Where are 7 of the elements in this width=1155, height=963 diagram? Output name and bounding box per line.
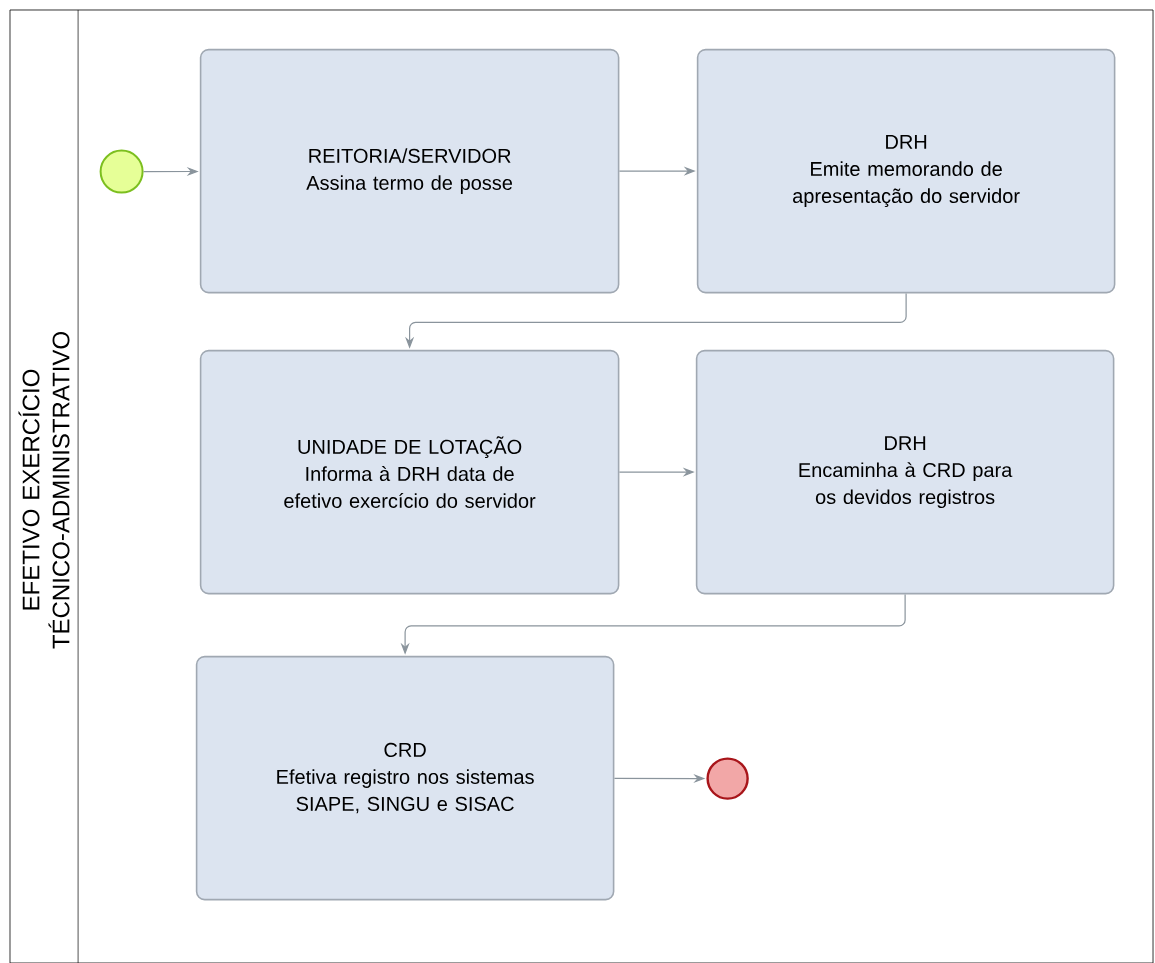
- task-box: DRH Emite memorando de apresentação do servidor: [696, 48, 1116, 294]
- start-event-circle: [99, 149, 144, 194]
- task-box: DRH Encaminha à CRD para os devidos registros: [695, 349, 1115, 595]
- end-event-circle: [706, 757, 749, 800]
- task-box: UNIDADE DE LOTAÇÃO Informa à DRH data de efetivo exercício do servidor: [199, 349, 620, 595]
- task-box: REITORIA/SERVIDOR Assina termo de posse: [199, 48, 620, 294]
- task-box: CRD Efetiva registro nos sistemas SIAPE, SINGU e SISAC: [195, 655, 615, 901]
